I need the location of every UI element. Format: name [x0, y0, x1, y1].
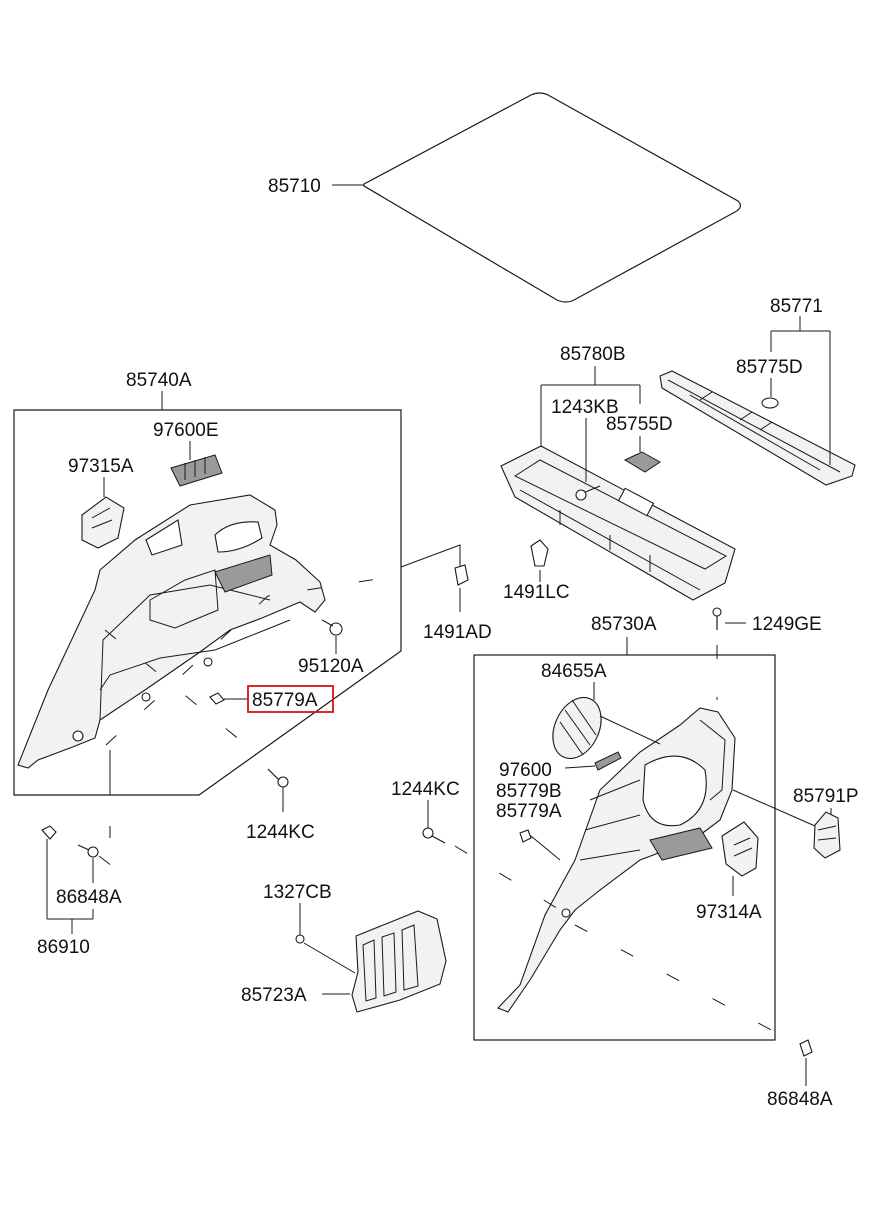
label-85710[interactable]: 85710: [268, 176, 321, 197]
label-97314A[interactable]: 97314A: [696, 902, 762, 923]
label-1249GE[interactable]: 1249GE: [752, 614, 822, 635]
clip-85779A-left: [209, 692, 225, 705]
label-1244KC-right[interactable]: 1244KC: [391, 779, 460, 800]
label-97315A[interactable]: 97315A: [68, 456, 134, 477]
label-1327CB[interactable]: 1327CB: [263, 882, 332, 903]
label-85791P[interactable]: 85791P: [793, 786, 859, 807]
label-1243KB[interactable]: 1243KB: [551, 397, 619, 418]
label-84655A[interactable]: 84655A: [541, 661, 607, 682]
clip-85779B: [519, 829, 532, 843]
speaker-grille-97600E: [170, 454, 223, 487]
label-85780B[interactable]: 85780B: [560, 344, 626, 365]
cover-85723A: [351, 910, 447, 1013]
screw-1244KC-left: [267, 768, 289, 788]
label-95120A[interactable]: 95120A: [298, 656, 364, 677]
nut-86910: [41, 825, 57, 840]
label-1491AD[interactable]: 1491AD: [423, 622, 492, 643]
screw-1249GE: [712, 607, 722, 630]
label-86848A-right[interactable]: 86848A: [767, 1089, 833, 1110]
grille-97600: [594, 751, 622, 771]
label-85779A-right[interactable]: 85779A: [496, 801, 562, 822]
luggage-board: [500, 445, 736, 601]
leader-85779A-right: [530, 835, 561, 861]
right-quarter-trim-panel: [497, 707, 736, 1013]
clip-1327CB: [295, 934, 305, 944]
bolt-86848A-left: [77, 844, 99, 858]
screw-1243KB: [575, 485, 601, 501]
lamp-97315A: [81, 496, 125, 549]
left-quarter-trim-panel: [17, 494, 326, 769]
leader-97600: [564, 765, 596, 769]
leader-85723A: [303, 942, 356, 995]
label-86848A-left[interactable]: 86848A: [56, 887, 122, 908]
bolt-86848A-right: [799, 1039, 813, 1057]
left-panel-pocket: [145, 519, 183, 556]
label-85755D[interactable]: 85755D: [606, 414, 673, 435]
label-97600E[interactable]: 97600E: [153, 420, 219, 441]
assembly-box-85730A: [473, 654, 776, 1041]
label-85779A-left[interactable]: 85779A: [252, 690, 318, 711]
clip-1491LC: [530, 539, 549, 567]
clip-1491AD: [454, 564, 469, 586]
part-labels: 85710 85771 85780B 85775D 1243KB 85755D …: [37, 176, 859, 1110]
button-95120A: [321, 619, 343, 636]
label-85740A[interactable]: 85740A: [126, 370, 192, 391]
cover-85791P: [813, 811, 841, 859]
label-1491LC[interactable]: 1491LC: [503, 582, 570, 603]
label-97600[interactable]: 97600: [499, 760, 552, 781]
label-85723A[interactable]: 85723A: [241, 985, 307, 1006]
label-86910[interactable]: 86910: [37, 937, 90, 958]
speaker-84655A: [552, 696, 602, 760]
label-1244KC-left[interactable]: 1244KC: [246, 822, 315, 843]
rear-sill-trim: [659, 370, 856, 486]
board-clip-85755D: [623, 451, 661, 473]
label-85775D[interactable]: 85775D: [736, 357, 803, 378]
highlight-frame: [247, 685, 334, 713]
label-85779B[interactable]: 85779B: [496, 781, 562, 802]
label-85771[interactable]: 85771: [770, 296, 823, 317]
cargo-cover-panel: [363, 92, 741, 303]
screw-1244KC-right: [422, 827, 446, 844]
label-85730A[interactable]: 85730A: [591, 614, 657, 635]
lamp-97314A: [721, 821, 759, 877]
assembly-box-85740A: [13, 409, 402, 796]
